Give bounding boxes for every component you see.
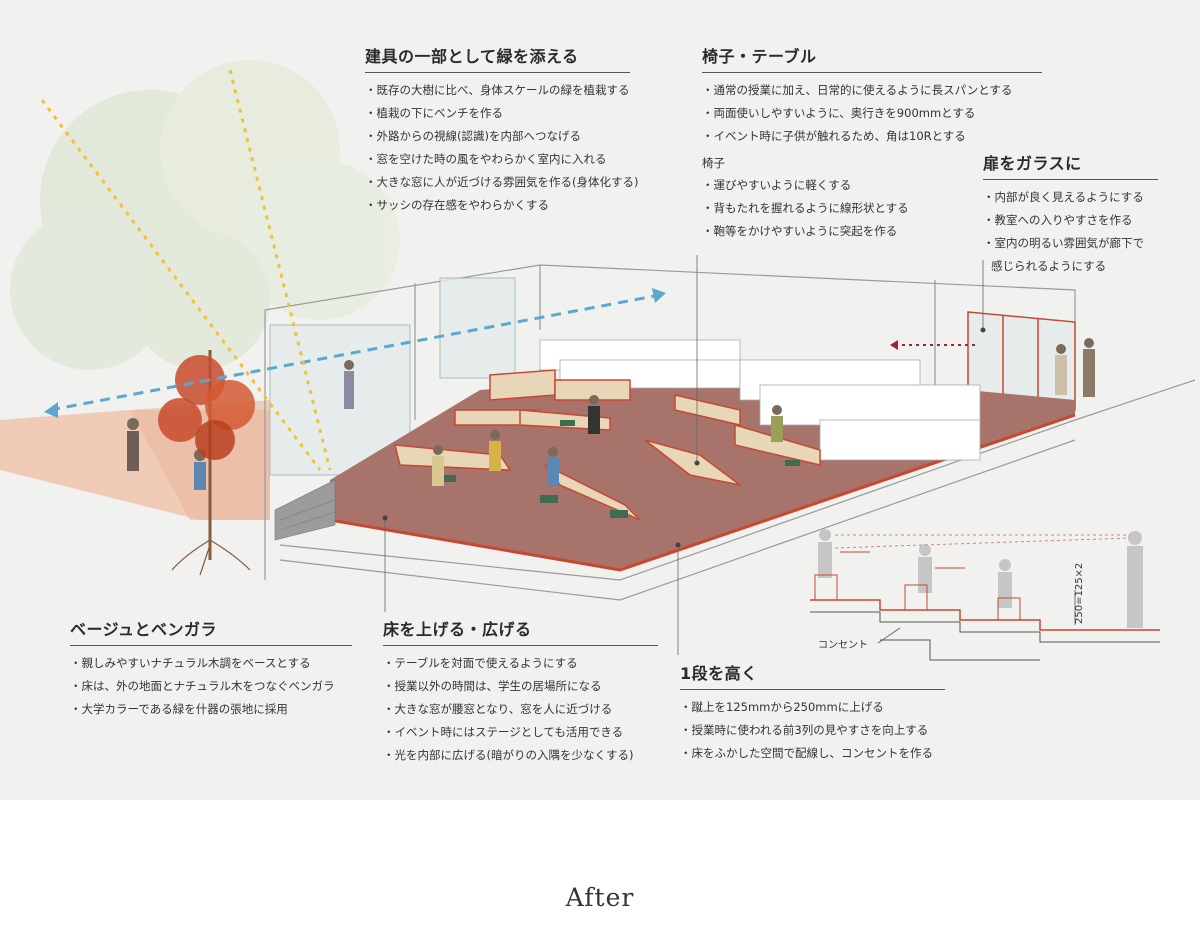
section-greenery: 建具の一部として緑を添える ・既存の大樹に比べ、身体スケールの緑を植栽する ・植…	[365, 43, 638, 217]
auditorium-seats	[539, 339, 981, 461]
chair-cushions	[440, 420, 800, 518]
door-title: 扉をガラスに	[983, 150, 1158, 180]
sight-arrowhead	[890, 340, 898, 350]
list-item: ・床をふかした空間で配線し、コンセントを作る	[680, 746, 933, 760]
list-item: ・植栽の下にベンチを作る	[365, 106, 503, 120]
background-tree-foliage	[10, 60, 400, 370]
list-item: ・通常の授業に加え、日常的に使えるように長スパンとする	[702, 83, 1013, 97]
chair-items: ・運びやすいように軽くする ・背もたれを握れるように線形状とする ・鞄等をかけや…	[702, 174, 1042, 243]
floor-title: 床を上げる・広げる	[383, 616, 658, 646]
list-item: ・授業時に使われる前3列の見やすさを向上する	[680, 723, 929, 737]
section-furniture: 椅子・テーブル ・通常の授業に加え、日常的に使えるように長スパンとする ・両面使…	[702, 43, 1042, 243]
list-item: ・親しみやすいナチュラル木調をベースとする	[70, 656, 311, 670]
list-item: ・光を内部に広げる(暗がりの入隅を少なくする)	[383, 748, 634, 762]
list-item: ・蹴上を125mmから250mmに上げる	[680, 700, 884, 714]
list-item: ・既存の大樹に比べ、身体スケールの緑を植栽する	[365, 83, 630, 97]
list-item: 感じられるようにする	[991, 259, 1107, 273]
tables	[394, 369, 821, 521]
furniture-items: ・通常の授業に加え、日常的に使えるように長スパンとする ・両面使いしやすいように…	[702, 79, 1042, 148]
large-window	[269, 277, 516, 476]
caption-after: After	[565, 883, 635, 912]
floor-edge	[329, 413, 1076, 572]
section-colors: ベージュとベンガラ ・親しみやすいナチュラル木調をベースとする ・床は、外の地面…	[70, 616, 352, 721]
red-tree	[158, 350, 255, 576]
greenery-items: ・既存の大樹に比べ、身体スケールの緑を植栽する ・植栽の下にベンチを作る ・外路…	[365, 79, 638, 217]
leader-lines	[384, 255, 984, 655]
list-item: ・教室への入りやすさを作る	[983, 213, 1133, 227]
isometric-classroom-illustration: コンセント 250=125×2	[0, 60, 1196, 661]
section-door: 扉をガラスに ・内部が良く見えるようにする ・教室への入りやすさを作る ・室内の…	[983, 150, 1158, 278]
list-item: ・サッシの存在感をやわらかくする	[365, 198, 549, 212]
list-item: ・背もたれを握れるように線形状とする	[702, 201, 909, 215]
list-item: ・内部が良く見えるようにする	[983, 190, 1144, 204]
list-item: ・イベント時にはステージとしても活用できる	[383, 725, 624, 739]
furniture-title: 椅子・テーブル	[702, 43, 1042, 73]
list-item: ・運びやすいように軽くする	[702, 178, 852, 192]
list-item: ・授業以外の時間は、学生の居場所になる	[383, 679, 602, 693]
sunlight-ray-2	[228, 69, 332, 471]
colors-items: ・親しみやすいナチュラル木調をベースとする ・床は、外の地面とナチュラル木をつな…	[70, 652, 352, 721]
list-item: ・テーブルを対面で使えるようにする	[383, 656, 578, 670]
section-step: 1段を高く ・蹴上を125mmから250mmに上げる ・授業時に使われる前3列の…	[680, 660, 945, 765]
people-figures	[127, 338, 1095, 490]
illustration-canvas: コンセント 250=125×2 建具の一部として緑を添える ・既存の大樹に比べ、…	[0, 0, 1200, 800]
colors-title: ベージュとベンガラ	[70, 616, 352, 646]
step-title: 1段を高く	[680, 660, 945, 690]
leader-dots	[382, 327, 986, 548]
building-outline	[264, 264, 1196, 601]
list-item: ・鞄等をかけやすいように突起を作る	[702, 224, 898, 238]
step-items: ・蹴上を125mmから250mmに上げる ・授業時に使われる前3列の見やすさを向…	[680, 696, 945, 765]
dimension-label: 250=125×2	[1074, 563, 1085, 624]
list-item: ・室内の明るい雰囲気が廊下で	[983, 236, 1144, 250]
list-item: ・大学カラーである緑を什器の張地に採用	[70, 702, 288, 716]
list-item: ・両面使いしやすいように、奥行きを900mmとする	[702, 106, 976, 120]
floor-items: ・テーブルを対面で使えるようにする ・授業以外の時間は、学生の居場所になる ・大…	[383, 652, 658, 767]
chair-subtitle: 椅子	[702, 156, 725, 170]
list-item: ・イベント時に子供が触れるため、角は10Rとする	[702, 129, 966, 143]
wind-arrowhead-right	[652, 288, 666, 303]
list-item: ・窓を空けた時の風をやわらかく室内に入れる	[365, 152, 607, 166]
section-diagram: コンセント 250=125×2	[810, 529, 1160, 661]
outlet-label: コンセント	[818, 639, 868, 651]
list-item: ・外路からの視線(認識)を内部へつなげる	[365, 129, 581, 143]
wind-arrowhead-left	[44, 402, 58, 418]
section-floor: 床を上げる・広げる ・テーブルを対面で使えるようにする ・授業以外の時間は、学生…	[383, 616, 658, 767]
list-item: ・床は、外の地面とナチュラル木をつなぐベンガラ	[70, 679, 335, 693]
list-item: ・大きな窓に人が近づける雰囲気を作る(身体化する)	[365, 175, 639, 189]
sunlight-ray	[40, 99, 322, 471]
greenery-title: 建具の一部として緑を添える	[365, 43, 630, 73]
wind-arrow	[49, 293, 661, 412]
list-item: ・大きな窓が腰窓となり、窓を人に近づける	[383, 702, 613, 716]
door-items: ・内部が良く見えるようにする ・教室への入りやすさを作る ・室内の明るい雰囲気が…	[983, 186, 1158, 278]
stair-steps	[274, 479, 336, 541]
